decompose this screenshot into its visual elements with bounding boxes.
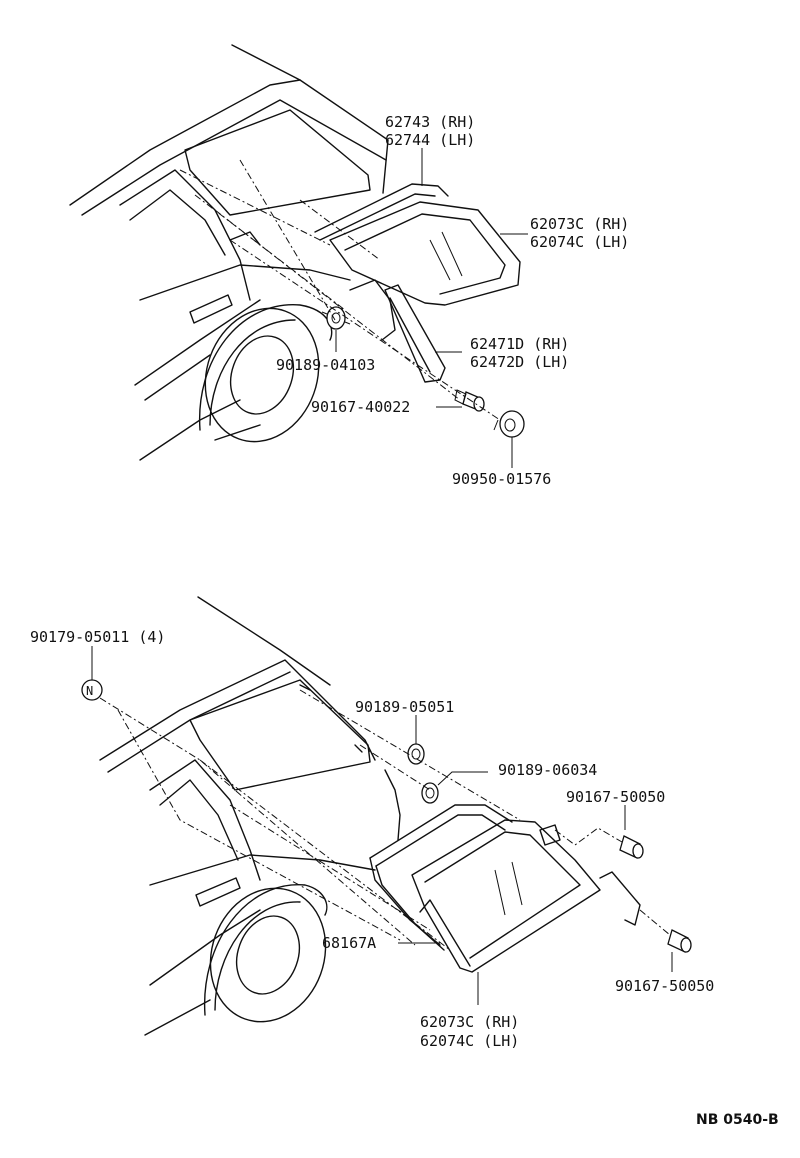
- callout-62743: 62743 (RH): [385, 113, 475, 131]
- callout-90179-05011: 90179-05011 (4): [30, 628, 165, 646]
- callout-68167a: 68167A: [322, 934, 376, 952]
- callout-90189-04103: 90189-04103: [276, 356, 375, 374]
- bottom-leader-lines: [91, 646, 673, 1005]
- callout-62073c-bottom: 62073C (RH): [420, 1013, 519, 1031]
- callout-62744: 62744 (LH): [385, 131, 475, 149]
- callout-62471d: 62471D (RH): [470, 335, 569, 353]
- callout-90167-50050-upper: 90167-50050: [566, 788, 665, 806]
- callout-90189-05051: 90189-05051: [355, 698, 454, 716]
- top-callouts: 62743 (RH) 62744 (LH) 62073C (RH) 62074C…: [276, 113, 629, 488]
- callout-62074c-top: 62074C (LH): [530, 233, 629, 251]
- top-leader-lines: [335, 148, 528, 468]
- bottom-quarter-glass-assembly: [369, 804, 641, 973]
- bottom-clip-90189-05051: [407, 743, 425, 765]
- bottom-fasteners: N: [81, 679, 692, 953]
- top-clip-90189-04103: [321, 306, 351, 330]
- top-nut-90950-01576: [493, 410, 525, 438]
- bottom-screw-90167-50050-lower: [667, 929, 692, 953]
- top-fasteners: [321, 306, 525, 438]
- callout-90167-50050-lower: 90167-50050: [615, 977, 714, 995]
- bottom-callouts: 90179-05011 (4) 90189-05051 90189-06034 …: [30, 628, 714, 1050]
- bottom-clip-n-90179-05011: N: [81, 679, 103, 701]
- bottom-vehicle-body: [99, 596, 401, 1036]
- callout-62073c-top: 62073C (RH): [530, 215, 629, 233]
- callout-62074c-bottom: 62074C (LH): [420, 1032, 519, 1050]
- bottom-screw-90167-50050-upper: [619, 835, 644, 859]
- clip-letter: N: [86, 684, 93, 698]
- drawing-code: NB 0540-B: [696, 1112, 779, 1128]
- bottom-dashed-guides: [99, 689, 671, 951]
- callout-90167-40022: 90167-40022: [311, 398, 410, 416]
- top-quarter-glass-assembly: [229, 183, 521, 383]
- callout-90189-06034: 90189-06034: [498, 761, 597, 779]
- top-dashed-guides: [179, 159, 501, 421]
- callout-62472d: 62472D (LH): [470, 353, 569, 371]
- callout-90950-01576: 90950-01576: [452, 470, 551, 488]
